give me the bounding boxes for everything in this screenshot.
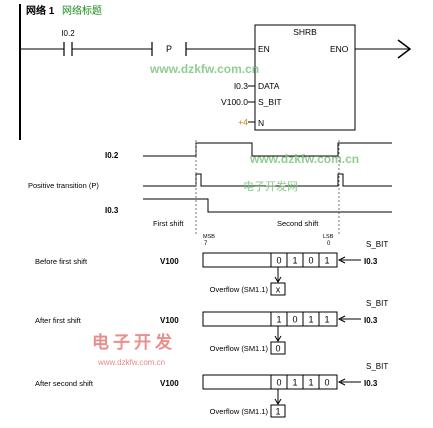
register-bit: 0 xyxy=(276,256,281,266)
arrow-head-icon xyxy=(274,276,282,283)
data-pin: DATA xyxy=(258,81,280,91)
sbit-pin: S_BIT xyxy=(258,97,282,107)
register-var: V100 xyxy=(160,316,179,325)
register-bit: 1 xyxy=(324,256,329,266)
msb-label: MSB xyxy=(203,234,215,240)
input-label: I0.3 xyxy=(364,257,378,266)
register-row-label: After second shift xyxy=(35,379,94,388)
timing-i03-label: I0.3 xyxy=(105,206,119,215)
ladder-rung: I0.2 P SHRB EN ENO DATA S_BIT N I0.3 V10… xyxy=(20,24,412,131)
register-box xyxy=(202,311,338,327)
sbit-label: S_BIT xyxy=(366,299,388,308)
register-box xyxy=(202,374,338,390)
register-bit: 1 xyxy=(324,315,329,325)
input-label: I0.3 xyxy=(364,379,378,388)
i03-waveform xyxy=(143,198,392,213)
network-header: 网络 1 网络标题 xyxy=(26,4,102,17)
data-operand: I0.3 xyxy=(234,81,248,91)
overflow-box xyxy=(270,282,286,296)
arrow-head-icon xyxy=(274,398,282,405)
overflow-label: Overflow (SM1.1) xyxy=(210,344,269,353)
watermark-cn-2: 电子开发 xyxy=(92,332,176,352)
watermark-cn-1: 电子开发网 xyxy=(243,179,298,193)
register-bit: 0 xyxy=(276,378,281,388)
lsb-label: LSB xyxy=(323,234,334,240)
register-var: V100 xyxy=(160,379,179,388)
timing-i02-label: I0.2 xyxy=(105,151,119,160)
msb-bit: 7 xyxy=(204,241,208,247)
register-row-label: Before first shift xyxy=(35,257,88,266)
arrow-head-icon xyxy=(337,256,346,264)
register-bit: 0 xyxy=(292,315,297,325)
register-row-label: After first shift xyxy=(35,316,82,325)
arrow-head-icon xyxy=(274,335,282,342)
lsb-bit: 0 xyxy=(327,241,331,247)
output-arrow-icon xyxy=(397,39,412,59)
network-label: 网络 1 xyxy=(26,4,55,17)
register-bit: 0 xyxy=(324,378,329,388)
register-box xyxy=(202,252,338,268)
shrb-block[interactable]: SHRB EN ENO DATA S_BIT N xyxy=(248,24,356,131)
watermark-url-2: www.dzkfw.com.cn xyxy=(249,152,359,166)
input-label: I0.3 xyxy=(364,316,378,325)
register-var: V100 xyxy=(160,257,179,266)
overflow-box xyxy=(270,341,286,355)
contact-label: I0.2 xyxy=(61,29,75,38)
overflow-value: 1 xyxy=(275,407,280,417)
arrow-head-icon xyxy=(337,378,346,386)
register-bit: 1 xyxy=(308,378,313,388)
overflow-box xyxy=(270,404,286,418)
n-operand: +4 xyxy=(238,117,248,127)
sbit-label: S_BIT xyxy=(366,362,388,371)
overflow-label: Overflow (SM1.1) xyxy=(210,285,269,294)
positive-transition-contact[interactable]: P xyxy=(151,42,187,56)
register-bit: 1 xyxy=(292,378,297,388)
timing-diagram: I0.2 Positive transition (P) I0.3 First … xyxy=(28,140,392,236)
overflow-value: x xyxy=(276,285,281,295)
sbit-label: S_BIT xyxy=(366,240,388,249)
register-row: Before first shift V100 0 1 0 1 S_BIT I0.3Overf… xyxy=(35,240,388,296)
p-label: P xyxy=(166,44,172,54)
watermark-url-1: www.dzkfw.com.cn xyxy=(149,62,259,76)
register-bit: 1 xyxy=(276,315,281,325)
sbit-operand: V100.0 xyxy=(221,97,248,107)
first-shift-label: First shift xyxy=(153,219,184,228)
n-pin: N xyxy=(258,118,264,128)
register-bit: 1 xyxy=(308,315,313,325)
timing-positive-label: Positive transition (P) xyxy=(28,181,99,190)
watermarks: www.dzkfw.com.cn www.dzkfw.com.cn 电子开发网 … xyxy=(92,62,359,367)
eno-pin: ENO xyxy=(330,44,349,54)
register-row: After second shift V100 0 1 1 0 S_BIT I0.3Overf… xyxy=(35,362,388,418)
block-title: SHRB xyxy=(293,27,317,37)
network-title: 网络标题 xyxy=(62,4,102,17)
contact-i0-2[interactable]: I0.2 xyxy=(61,29,75,56)
second-shift-label: Second shift xyxy=(277,219,319,228)
en-pin: EN xyxy=(258,44,270,54)
register-bit: 1 xyxy=(292,256,297,266)
register-row: After first shift V100 1 0 1 1 S_BIT I0.3Overfl… xyxy=(35,299,388,355)
register-bit: 0 xyxy=(308,256,313,266)
overflow-value: 0 xyxy=(275,344,280,354)
arrow-head-icon xyxy=(337,315,346,323)
watermark-url-3: www.dzkfw.com.cn xyxy=(97,358,165,367)
overflow-label: Overflow (SM1.1) xyxy=(210,407,269,416)
